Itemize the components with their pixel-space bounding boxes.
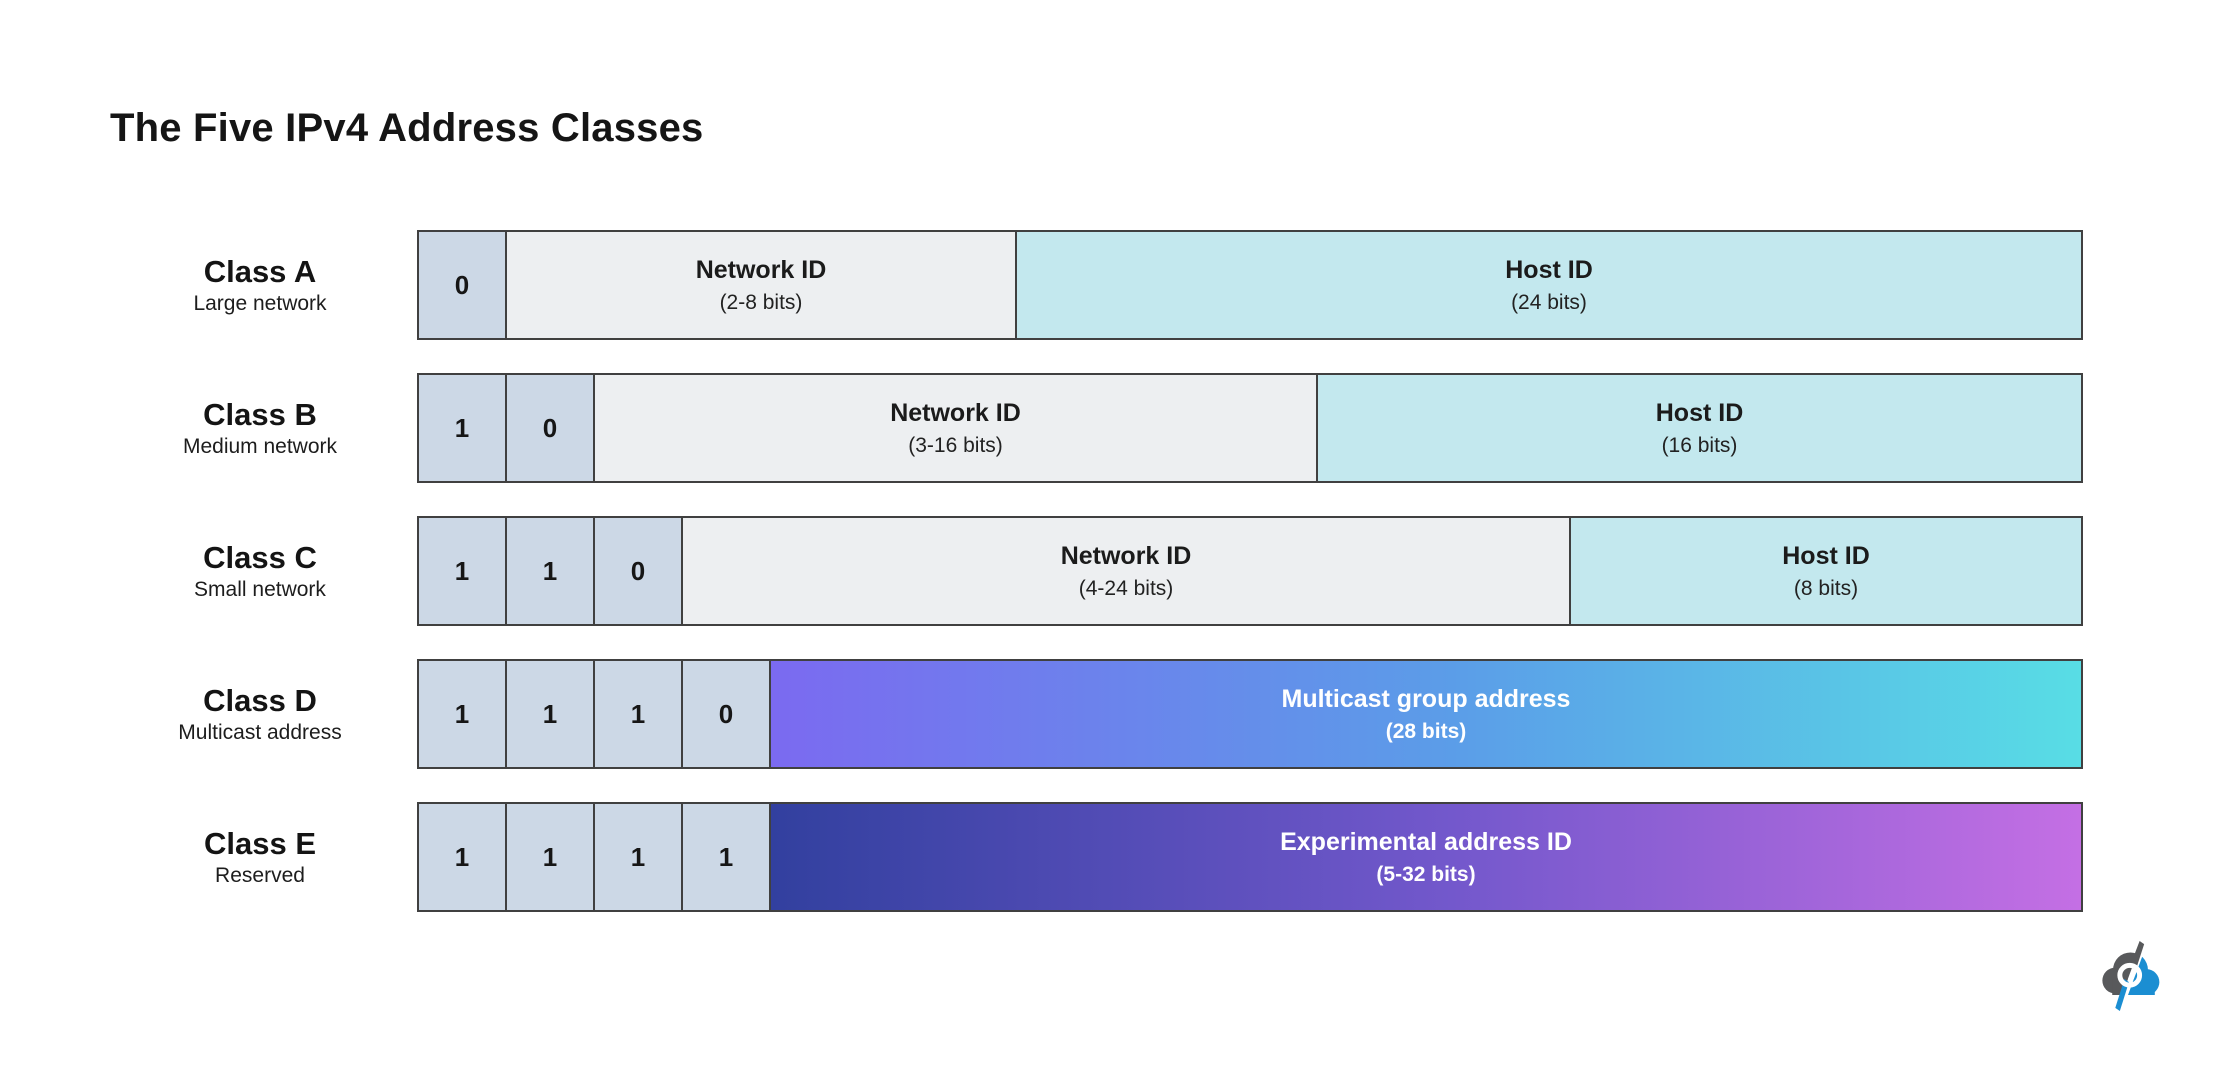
bit-cell: 1 [417, 516, 507, 626]
segment-sublabel: (4-24 bits) [1078, 577, 1174, 600]
class-name: Class A [203, 253, 317, 289]
bit-cell: 1 [417, 802, 507, 912]
class-b-row: Class B Medium network 1 0 Network ID (3… [0, 373, 2083, 483]
segment-sublabel: (24 bits) [1511, 291, 1587, 314]
class-b-label-group: Class B Medium network [0, 373, 417, 483]
class-d-label-group: Class D Multicast address [0, 659, 417, 769]
class-a-row: Class A Large network 0 Network ID (2-8 … [0, 230, 2083, 340]
class-a-label-group: Class A Large network [0, 230, 417, 340]
bit-cell: 1 [505, 659, 595, 769]
page-title: The Five IPv4 Address Classes [110, 106, 704, 150]
bit-cell: 0 [417, 230, 507, 340]
bit-cell: 1 [417, 373, 507, 483]
bit-cell: 1 [681, 802, 771, 912]
class-name: Class C [203, 539, 317, 575]
bit-cell: 1 [417, 659, 507, 769]
class-d-row: Class D Multicast address 1 1 1 0 Multic… [0, 659, 2083, 769]
class-description: Small network [194, 578, 326, 602]
segment-label: Network ID [890, 399, 1021, 427]
class-b-bar: 1 0 Network ID (3-16 bits) Host ID (16 b… [417, 373, 2083, 483]
bit-cell: 1 [505, 802, 595, 912]
class-e-row: Class E Reserved 1 1 1 1 Experimental ad… [0, 802, 2083, 912]
host-id-segment: Host ID (24 bits) [1015, 230, 2083, 340]
segment-label: Host ID [1782, 542, 1870, 570]
cloud-bolt-logo-icon [2094, 941, 2170, 1011]
class-name: Class D [203, 682, 317, 718]
class-description: Medium network [182, 435, 338, 459]
class-description: Large network [193, 292, 327, 316]
multicast-segment: Multicast group address (28 bits) [769, 659, 2083, 769]
bit-cell: 0 [681, 659, 771, 769]
class-c-row: Class C Small network 1 1 0 Network ID (… [0, 516, 2083, 626]
bit-cell: 1 [505, 516, 595, 626]
segment-sublabel: (5-32 bits) [1376, 863, 1476, 886]
segment-sublabel: (3-16 bits) [908, 434, 1003, 457]
class-name: Class B [203, 396, 317, 432]
bit-cell: 0 [593, 516, 683, 626]
host-id-segment: Host ID (8 bits) [1569, 516, 2083, 626]
network-id-segment: Network ID (2-8 bits) [505, 230, 1017, 340]
bit-cell: 1 [593, 659, 683, 769]
segment-sublabel: (28 bits) [1385, 720, 1467, 743]
segment-sublabel: (8 bits) [1793, 577, 1859, 600]
class-d-bar: 1 1 1 0 Multicast group address (28 bits… [417, 659, 2083, 769]
segment-sublabel: (2-8 bits) [719, 291, 803, 314]
class-name: Class E [203, 825, 316, 861]
network-id-segment: Network ID (3-16 bits) [593, 373, 1318, 483]
segment-label: Network ID [695, 256, 827, 284]
class-description: Multicast address [178, 721, 342, 745]
segment-label: Experimental address ID [1280, 828, 1572, 856]
host-id-segment: Host ID (16 bits) [1316, 373, 2083, 483]
bit-cell: 0 [505, 373, 595, 483]
segment-label: Multicast group address [1281, 685, 1571, 713]
experimental-segment: Experimental address ID (5-32 bits) [769, 802, 2083, 912]
segment-label: Network ID [1060, 542, 1192, 570]
segment-label: Host ID [1655, 399, 1744, 427]
class-e-bar: 1 1 1 1 Experimental address ID (5-32 bi… [417, 802, 2083, 912]
class-a-bar: 0 Network ID (2-8 bits) Host ID (24 bits… [417, 230, 2083, 340]
class-c-label-group: Class C Small network [0, 516, 417, 626]
class-e-label-group: Class E Reserved [0, 802, 417, 912]
segment-label: Host ID [1505, 256, 1593, 284]
class-c-bar: 1 1 0 Network ID (4-24 bits) Host ID (8 … [417, 516, 2083, 626]
network-id-segment: Network ID (4-24 bits) [681, 516, 1571, 626]
segment-sublabel: (16 bits) [1661, 434, 1738, 457]
bit-cell: 1 [593, 802, 683, 912]
class-description: Reserved [215, 864, 305, 888]
class-rows: Class A Large network 0 Network ID (2-8 … [0, 230, 2083, 945]
